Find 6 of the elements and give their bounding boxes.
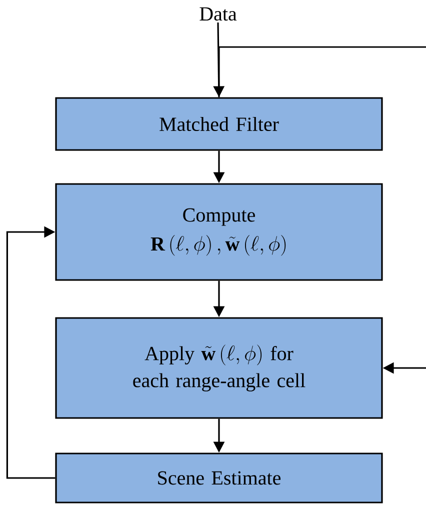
process-box: Compute $\mathbf{R}\left(\ell,\phi\right),\tilde{\mathbf{w}}\left(\ell,\phi\right)$ xyxy=(55,183,383,281)
process-box: Apply $\tilde{\mathbf{w}}\left(\ell,\phi\right)$ for each range-angle cell xyxy=(55,317,383,419)
arrow xyxy=(6,226,56,479)
input-label: Data xyxy=(200,7,237,21)
process-box: Matched Filter xyxy=(55,97,383,151)
process-box: Scene Estimate xyxy=(55,452,383,504)
